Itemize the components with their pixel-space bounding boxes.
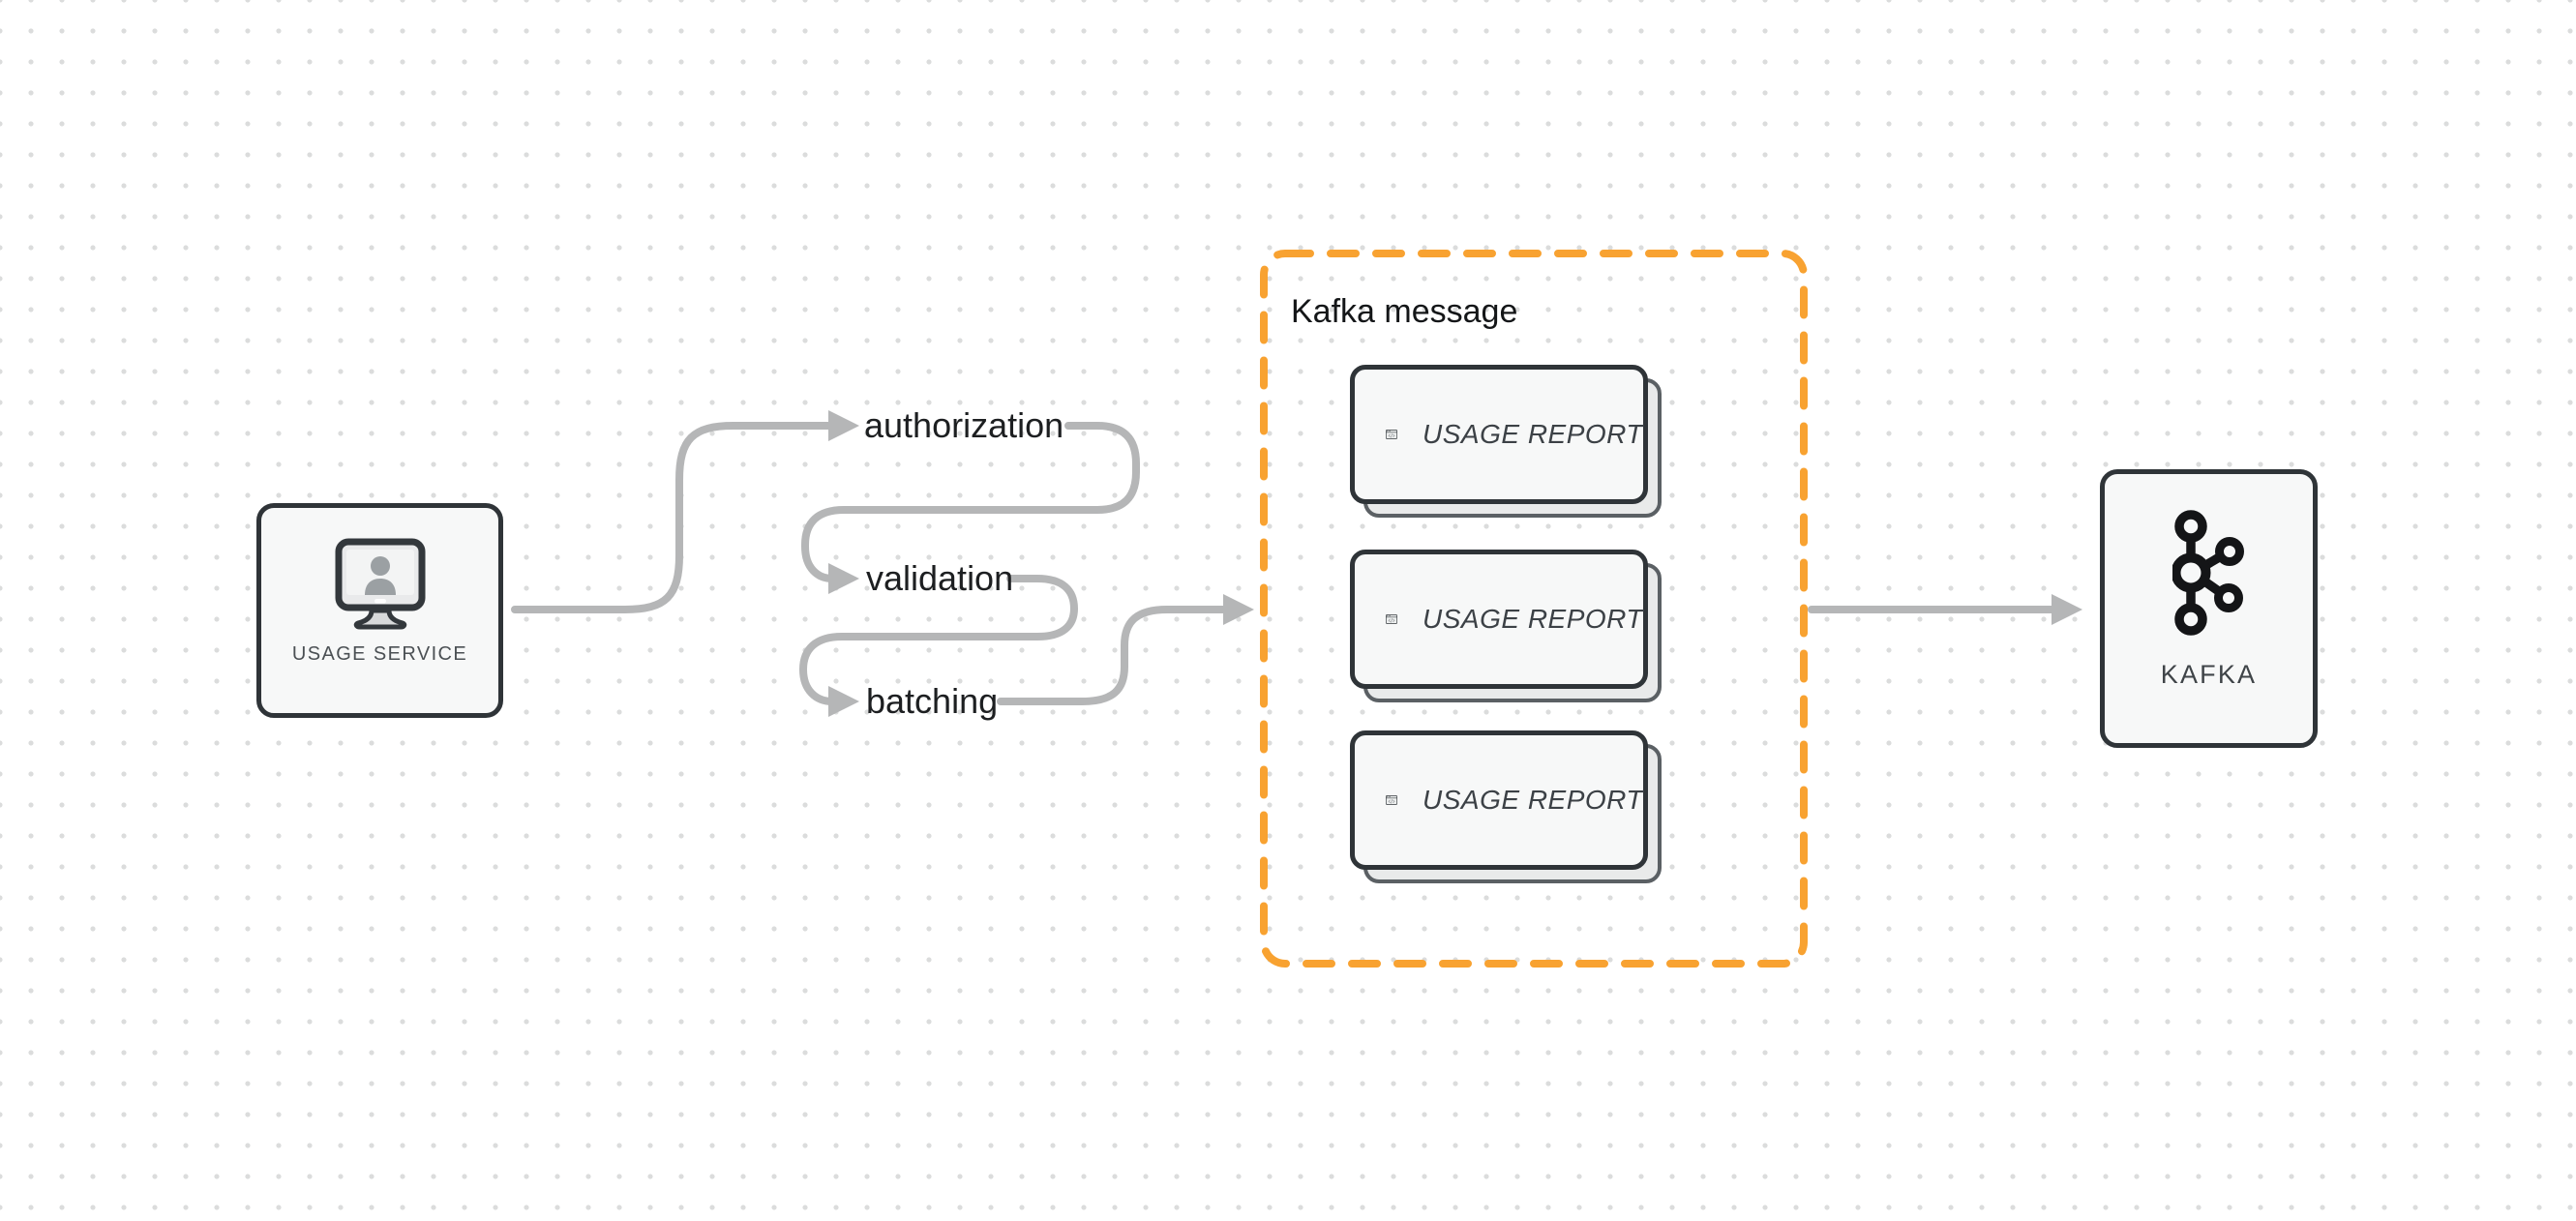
usage-report-card: USAGE REPORT [1350, 730, 1662, 883]
step-label-batching: batching [866, 681, 999, 721]
kafka-logo-icon [2172, 510, 2244, 636]
usage-report-card: USAGE REPORT [1350, 365, 1662, 518]
usage-report-card: USAGE REPORT [1350, 550, 1662, 702]
code-window-icon [1386, 795, 1398, 805]
right-arrowhead [828, 686, 859, 717]
usage-report-label: USAGE REPORT [1423, 785, 1643, 815]
usage-report-label: USAGE REPORT [1423, 419, 1643, 449]
step-label-authorization: authorization [864, 405, 1064, 445]
user-monitor-icon [335, 538, 425, 630]
right-arrowhead [828, 410, 859, 441]
usage-service-label: USAGE SERVICE [291, 643, 468, 665]
kafka-node: KAFKA [2100, 469, 2318, 748]
wire-batching-to-group [997, 606, 1229, 705]
code-window-icon [1386, 614, 1398, 624]
code-window-icon [1386, 430, 1398, 439]
wire-service-to-authorization [511, 422, 832, 613]
right-arrowhead [1223, 594, 1254, 625]
step-label-validation: validation [866, 558, 1014, 598]
kafka-label: KAFKA [2160, 660, 2258, 689]
kafka-message-group-title: Kafka message [1291, 293, 1518, 330]
usage-report-label: USAGE REPORT [1423, 604, 1643, 634]
usage-service-node: USAGE SERVICE [256, 503, 503, 718]
right-arrowhead [828, 563, 859, 594]
wire-authorization-to-validation [801, 422, 1140, 582]
right-arrowhead [2052, 594, 2082, 625]
